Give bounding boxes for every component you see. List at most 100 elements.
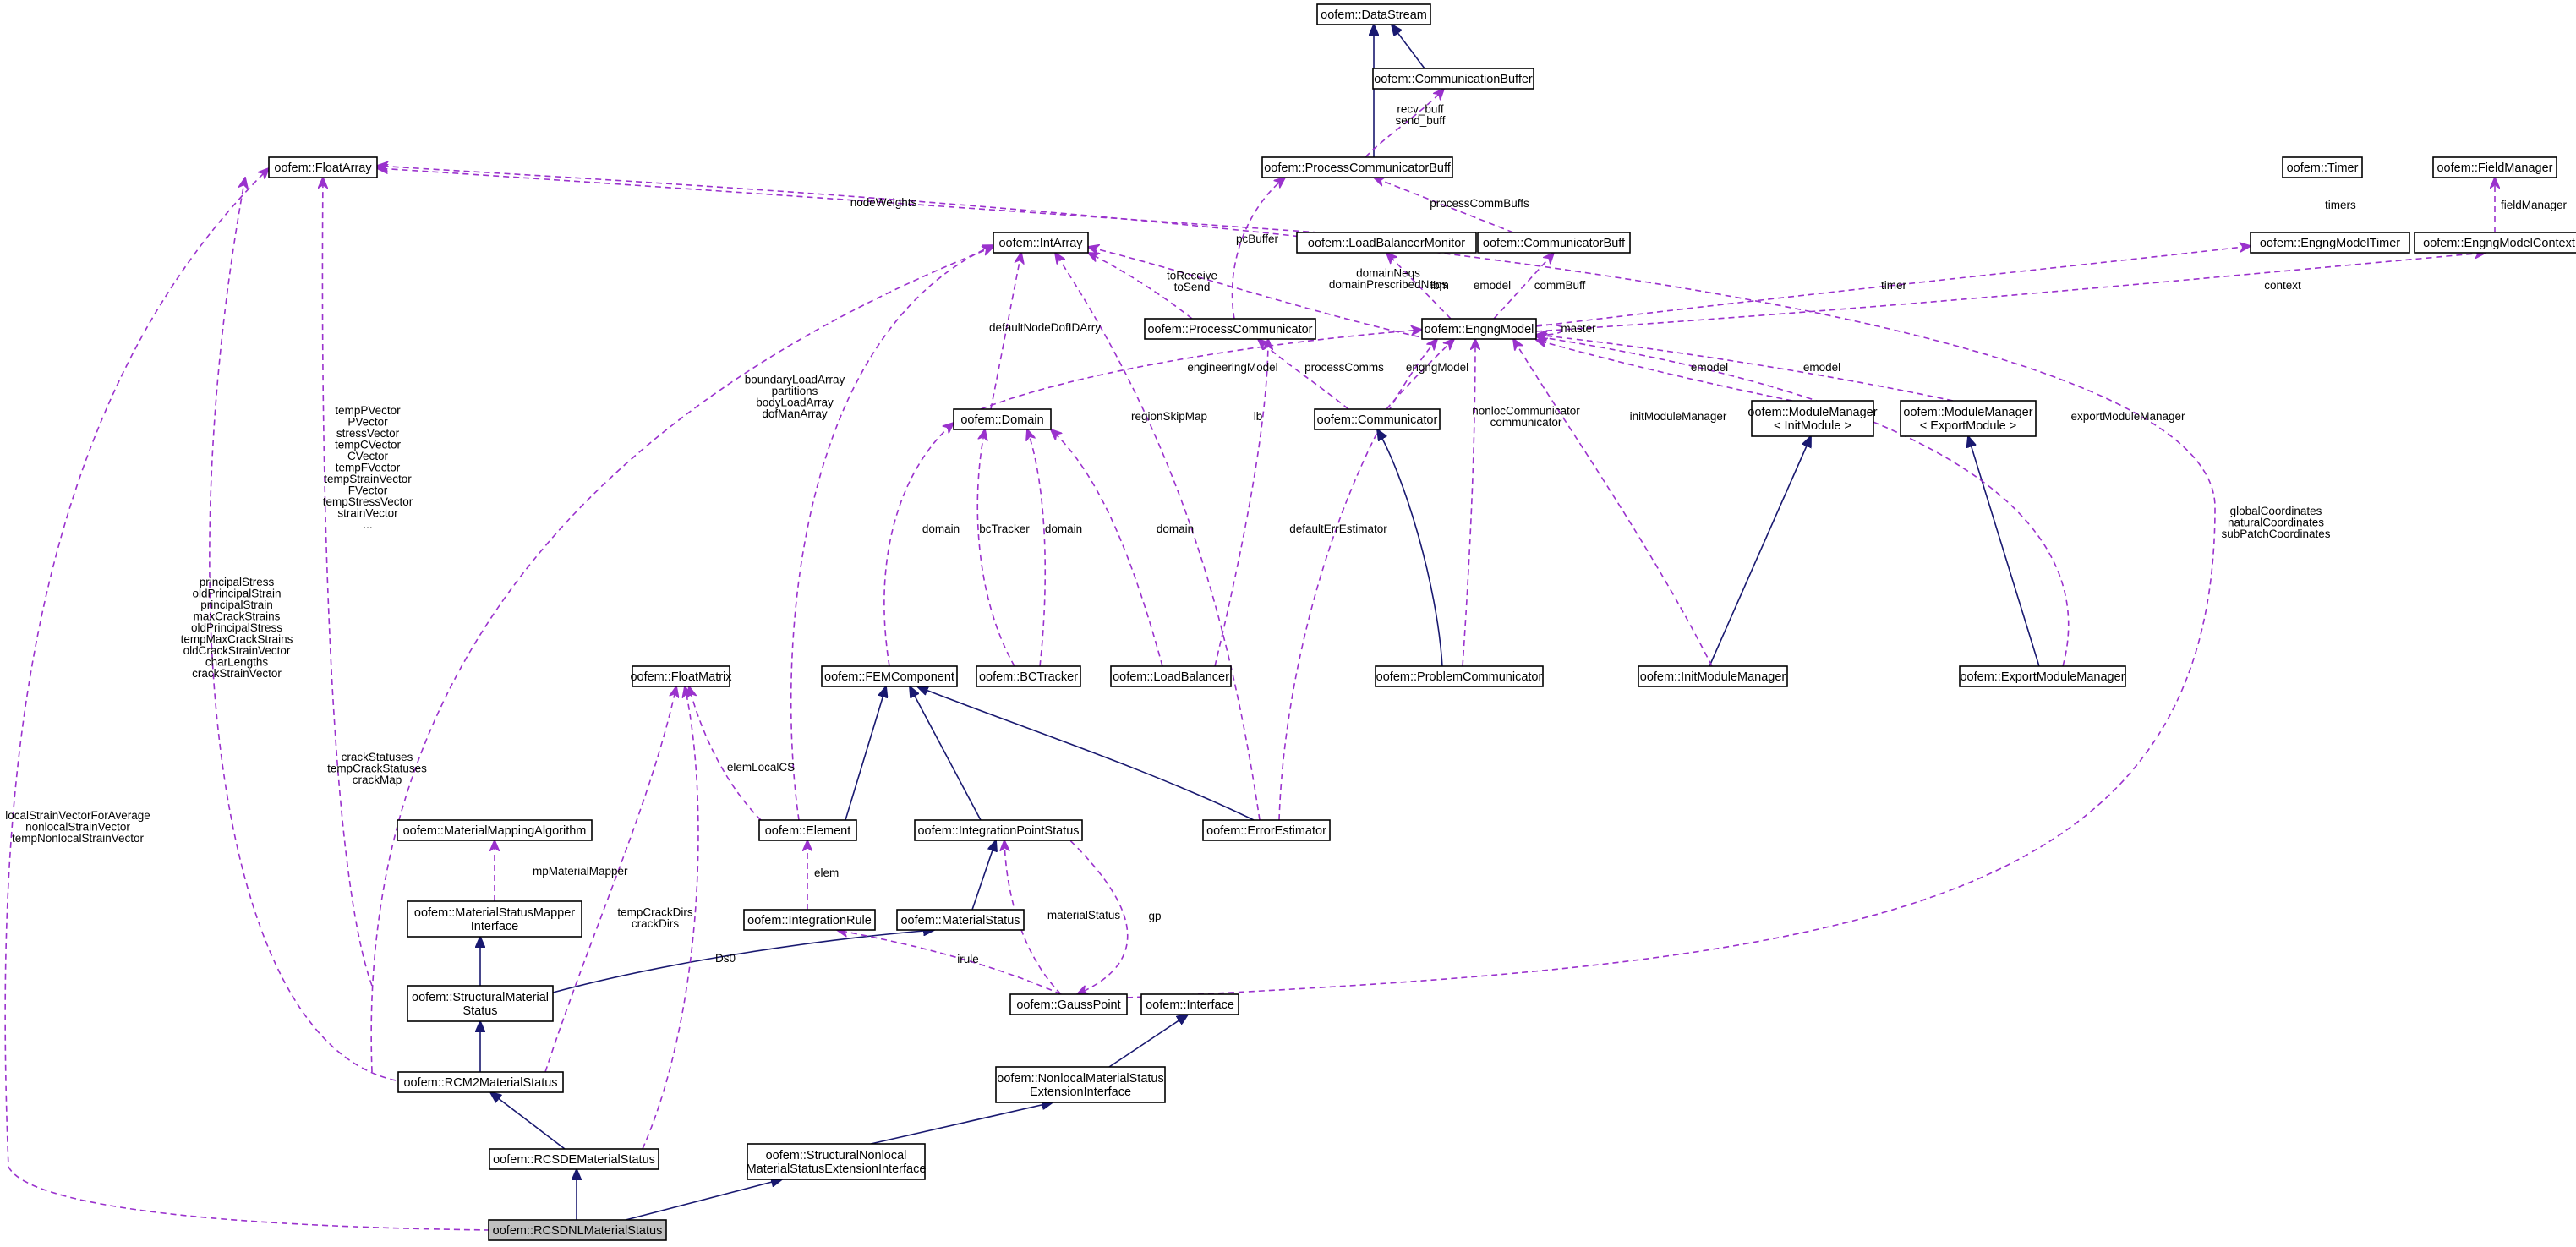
class-name-line: oofem::ProcessCommunicatorBuff <box>1264 161 1452 175</box>
class-box <box>488 1219 667 1241</box>
edge-label-lbm: lbm <box>1430 279 1449 292</box>
class-node-material-mapping-algorithm[interactable]: oofem::MaterialMappingAlgorithm <box>397 819 593 841</box>
edge-label-line: principalStrain <box>200 599 273 611</box>
class-box <box>1421 318 1537 340</box>
inheritance-edge <box>1709 436 1811 667</box>
edge-label-line: nonlocalStrainVector <box>25 821 130 834</box>
class-node-error-estimator[interactable]: oofem::ErrorEstimator <box>1202 819 1331 841</box>
class-node-export-module-manager[interactable]: oofem::ExportModuleManager <box>1959 665 2126 687</box>
edge-label-line: context <box>2264 279 2301 292</box>
edge-label-line: elemLocalCS <box>727 761 795 774</box>
class-name-line: oofem::FloatMatrix <box>630 670 732 684</box>
class-node-module-manager-export[interactable]: oofem::ModuleManager< ExportModule > <box>1900 400 2037 437</box>
class-node-femcomponent[interactable]: oofem::FEMComponent <box>821 665 958 687</box>
class-node-communication-buffer[interactable]: oofem::CommunicationBuffer <box>1372 68 1534 90</box>
class-name-line: oofem::ModuleManager <box>1747 406 1877 419</box>
class-node-load-balancer-monitor[interactable]: oofem::LoadBalancerMonitor <box>1296 232 1477 254</box>
edge-label-line: elem <box>814 867 839 879</box>
class-node-process-communicator[interactable]: oofem::ProcessCommunicator <box>1144 318 1316 340</box>
class-node-init-module-manager[interactable]: oofem::InitModuleManager <box>1638 665 1788 687</box>
class-node-integration-rule[interactable]: oofem::IntegrationRule <box>743 909 876 931</box>
usage-edge-emodel_export <box>1536 335 1954 402</box>
class-name-line: < InitModule > <box>1774 419 1851 433</box>
class-box <box>397 819 593 841</box>
class-node-rcsdematerial-status[interactable]: oofem::RCSDEMaterialStatus <box>489 1148 659 1170</box>
usage-edge-node-weights <box>377 168 1320 233</box>
class-node-process-communicator-buff[interactable]: oofem::ProcessCommunicatorBuff <box>1261 156 1453 178</box>
class-name-line: oofem::Domain <box>960 413 1043 427</box>
edge-label-line: partitions <box>772 385 818 397</box>
class-node-timer[interactable]: oofem::Timer <box>2282 156 2363 178</box>
edge-label-line: domainPrescribedNeqs <box>1329 278 1448 291</box>
class-name-line: oofem::FieldManager <box>2437 161 2552 175</box>
edge-label-context: context <box>2264 279 2301 292</box>
class-name-line: oofem::MaterialMappingAlgorithm <box>403 824 587 838</box>
class-node-int-array[interactable]: oofem::IntArray <box>993 232 1089 254</box>
class-box <box>993 232 1089 254</box>
edge-label-line: CVector <box>347 450 389 462</box>
edge-label-line: crackDirs <box>632 917 679 930</box>
edge-label-line: engineeringModel <box>1187 361 1277 374</box>
edge-label-line: tempCrackDirs <box>617 906 693 919</box>
usage-edge-crack-statuses <box>370 247 993 1073</box>
class-node-nonlocal-material-status-extension-interface[interactable]: oofem::NonlocalMaterialStatusExtensionIn… <box>995 1066 1166 1103</box>
class-node-structural-nonlocal-material-status-extension-interface[interactable]: oofem::StructuralNonlocalMaterialStatusE… <box>747 1143 927 1180</box>
usage-edge-region-skip-map <box>1055 253 1261 821</box>
class-node-integration-point-status[interactable]: oofem::IntegrationPointStatus <box>914 819 1083 841</box>
class-node-communicator[interactable]: oofem::Communicator <box>1314 408 1441 430</box>
class-box <box>1202 819 1331 841</box>
class-name-line: oofem::IntArray <box>998 237 1083 250</box>
class-node-gauss-point[interactable]: oofem::GaussPoint <box>1009 993 1128 1015</box>
edge-label-line: timer <box>1881 279 1907 292</box>
class-node-engng-model[interactable]: oofem::EngngModel <box>1421 318 1537 340</box>
edge-label-line: emodel <box>1474 279 1511 292</box>
class-node-problem-communicator[interactable]: oofem::ProblemCommunicator <box>1375 665 1544 687</box>
edge-label-line: principalStress <box>200 576 275 588</box>
class-node-bctracker[interactable]: oofem::BCTracker <box>976 665 1081 687</box>
usage-edge-nonloc-comm <box>1462 339 1475 667</box>
class-node-data-stream[interactable]: oofem::DataStream <box>1316 3 1431 25</box>
edge-label-line: lbm <box>1430 279 1449 292</box>
class-name-line: oofem::IntegrationPointStatus <box>917 824 1079 838</box>
class-node-engng-model-timer[interactable]: oofem::EngngModelTimer <box>2250 232 2410 254</box>
edge-label-line: emodel <box>1803 361 1840 374</box>
class-node-field-manager[interactable]: oofem::FieldManager <box>2432 156 2557 178</box>
class-node-element[interactable]: oofem::Element <box>758 819 857 841</box>
class-node-rcm2-material-status[interactable]: oofem::RCM2MaterialStatus <box>397 1071 564 1093</box>
class-name-line: MaterialStatusExtensionInterface <box>747 1162 927 1176</box>
edge-label-line: maxCrackStrains <box>194 610 281 623</box>
class-node-load-balancer[interactable]: oofem::LoadBalancer <box>1110 665 1232 687</box>
inheritance-edge <box>971 840 996 911</box>
class-node-module-manager-init[interactable]: oofem::ModuleManager< InitModule > <box>1747 400 1878 437</box>
class-node-engng-model-context[interactable]: oofem::EngngModelContext <box>2414 232 2576 254</box>
class-node-interface[interactable]: oofem::Interface <box>1140 993 1239 1015</box>
edge-label-line: defaultErrEstimator <box>1289 522 1387 535</box>
edge-label-line: exportModuleManager <box>2070 410 2185 423</box>
class-node-float-array[interactable]: oofem::FloatArray <box>268 156 378 178</box>
class-node-rcsdnlmaterial-status[interactable]: oofem::RCSDNLMaterialStatus <box>488 1219 667 1241</box>
edge-label-elem-local-cs: elemLocalCS <box>727 761 795 774</box>
class-node-float-matrix[interactable]: oofem::FloatMatrix <box>630 665 732 687</box>
class-box <box>1751 400 1874 437</box>
usage-edge-gp <box>1047 819 1129 994</box>
inheritance-edge <box>910 686 982 821</box>
usage-edge-lb <box>1214 339 1268 667</box>
class-node-material-status[interactable]: oofem::MaterialStatus <box>896 909 1025 931</box>
class-node-domain[interactable]: oofem::Domain <box>953 408 1052 430</box>
edge-label-process-comms: processComms <box>1304 361 1384 374</box>
edge-label-line: crackMap <box>353 774 402 786</box>
class-box <box>2432 156 2557 178</box>
edge-label-line: ... <box>363 518 372 531</box>
class-box <box>1900 400 2037 437</box>
class-box <box>2282 156 2363 178</box>
edge-label-domain_fem: domain <box>922 522 960 535</box>
class-name-line: oofem::CommunicatorBuff <box>1483 237 1626 250</box>
edge-label-line: gp <box>1148 910 1161 922</box>
nodes-layer: oofem::DataStreamoofem::CommunicationBuf… <box>268 3 2576 1241</box>
class-node-communicator-buff[interactable]: oofem::CommunicatorBuff <box>1477 232 1631 254</box>
usage-edge-to-receive-to-send <box>1088 253 1193 320</box>
usage-edge-init-module-manager <box>1513 339 1713 667</box>
